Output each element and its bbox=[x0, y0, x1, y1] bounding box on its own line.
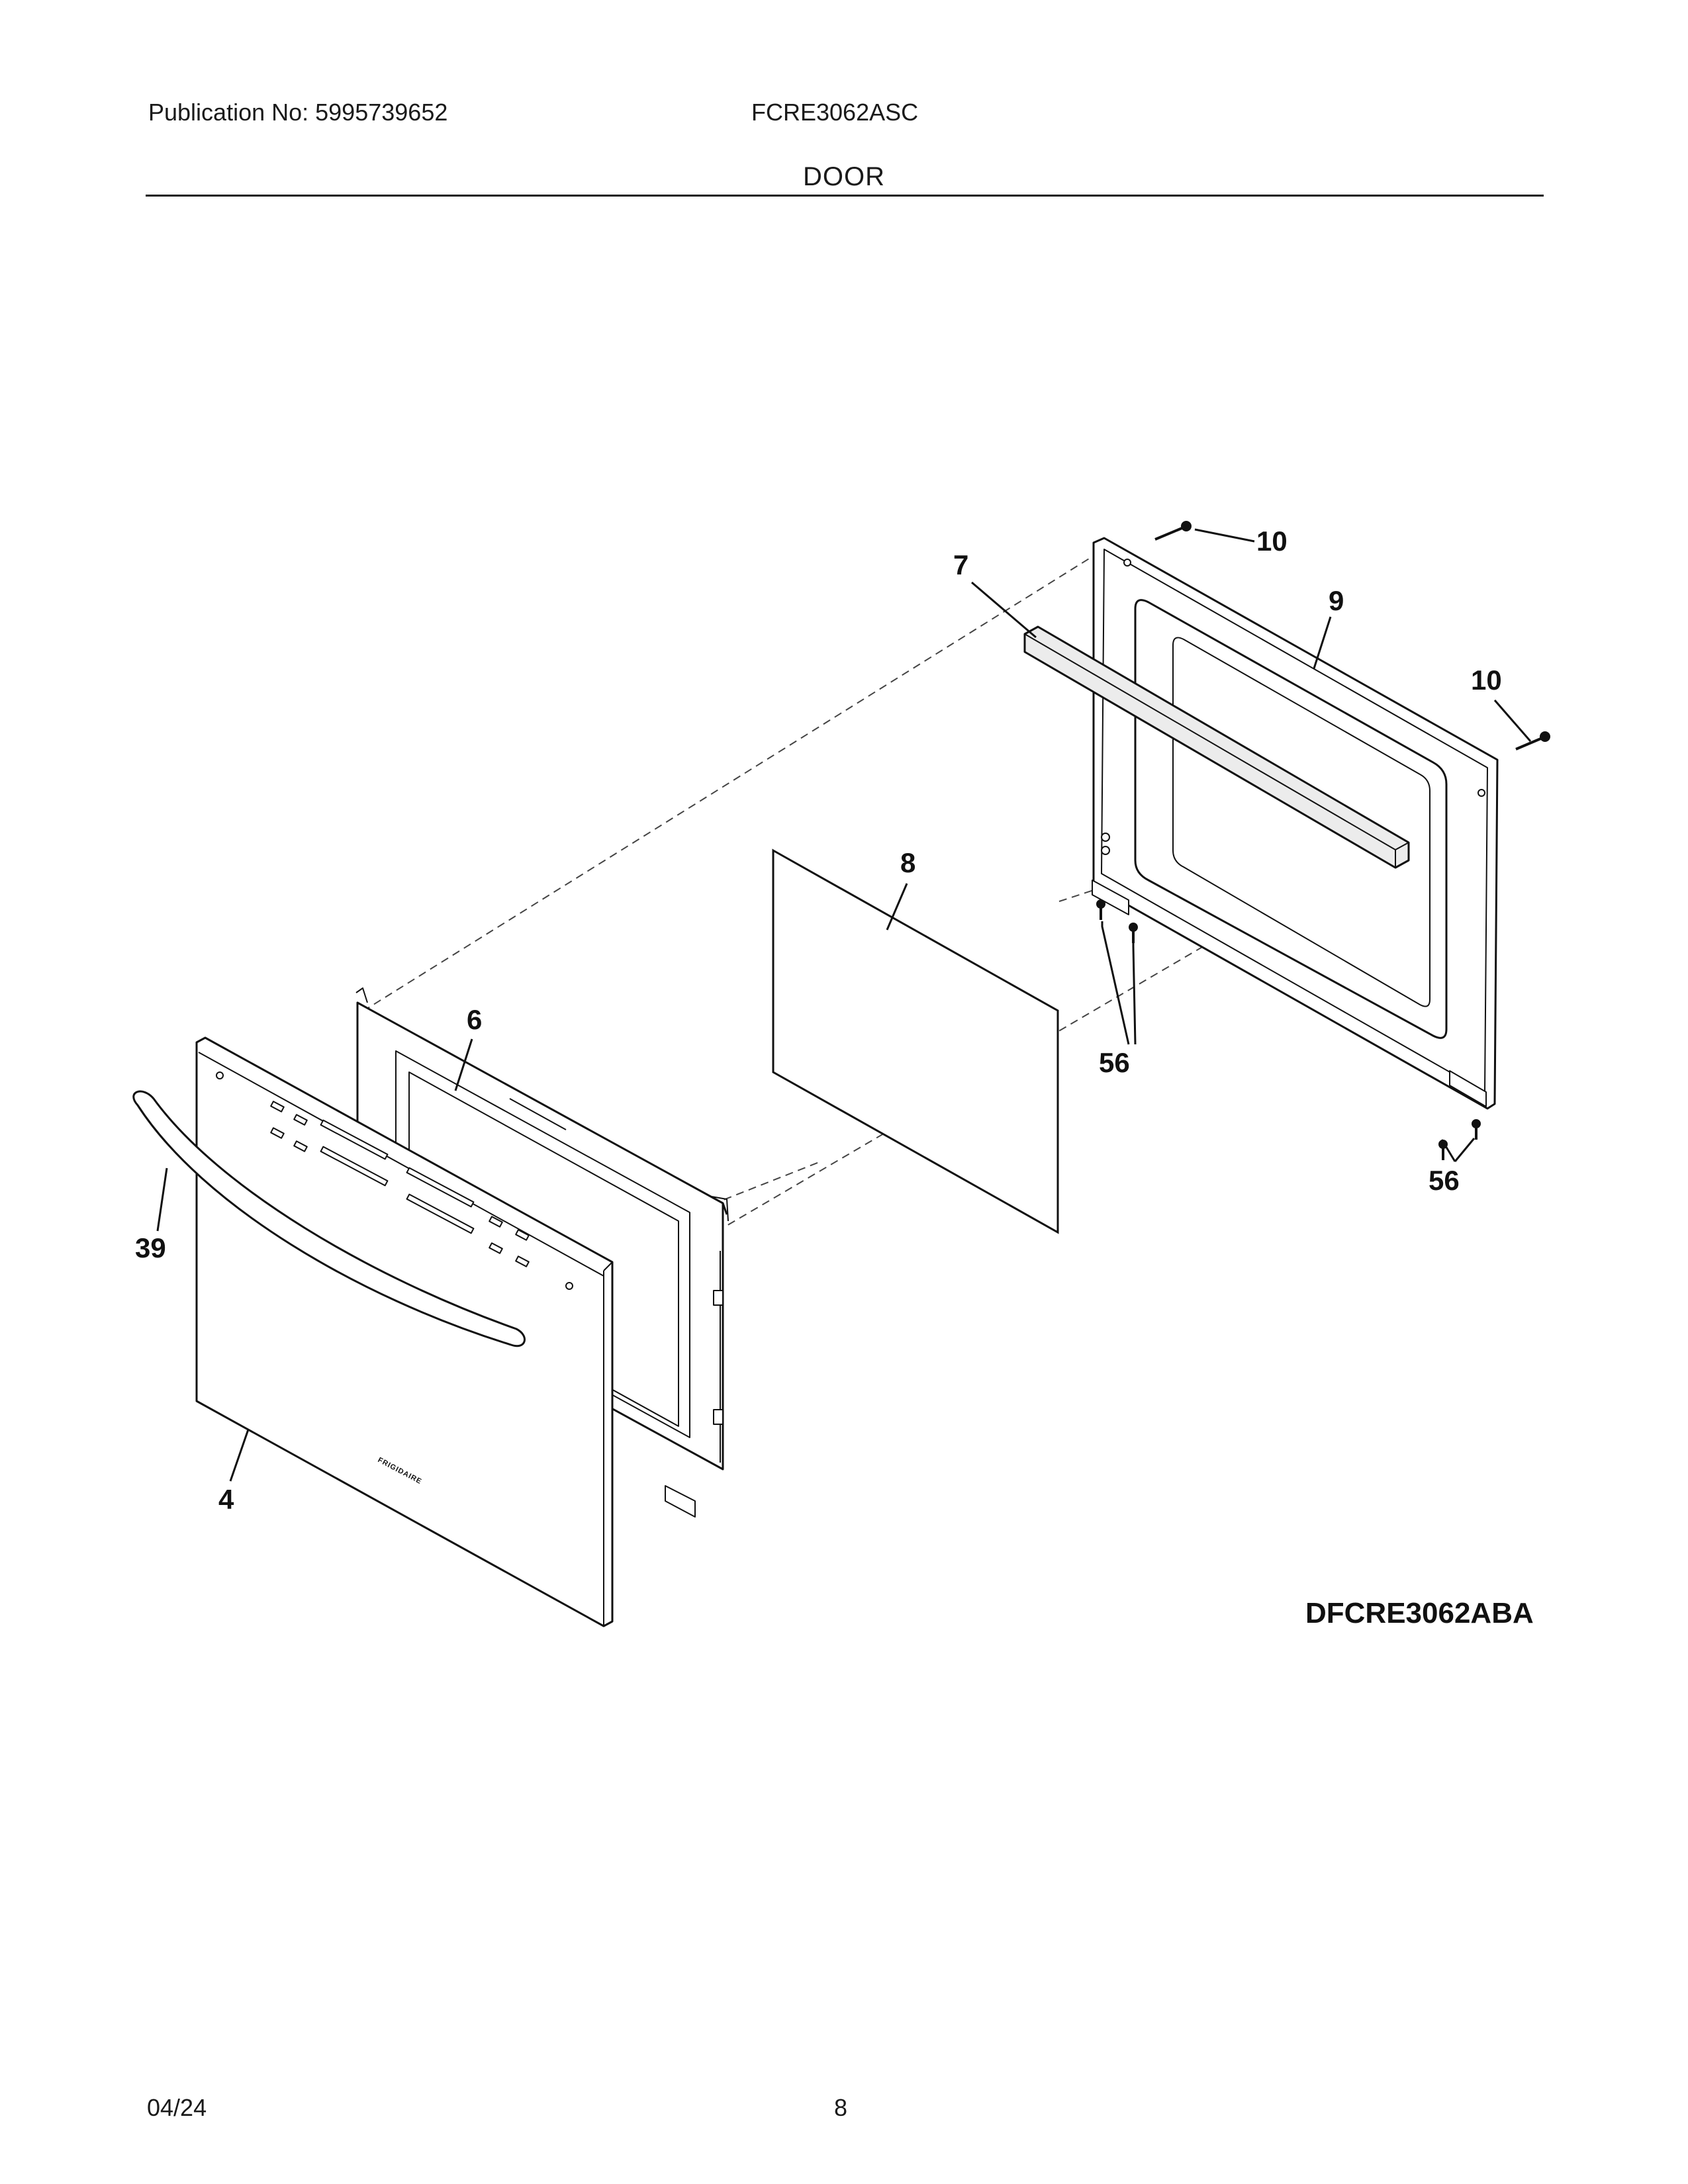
callout-9: 9 bbox=[1329, 585, 1344, 616]
outer-door-panel bbox=[195, 1036, 614, 1627]
section-title: DOOR bbox=[803, 162, 885, 191]
glass-panel bbox=[772, 848, 1059, 1234]
model-number: FCRE3062ASC bbox=[751, 99, 919, 126]
insulation-strip bbox=[1023, 625, 1410, 869]
diagram-code: DFCRE3062ABA bbox=[1305, 1597, 1534, 1629]
footer-date: 04/24 bbox=[147, 2094, 207, 2121]
callout-4: 4 bbox=[218, 1484, 234, 1515]
header-rule bbox=[146, 195, 1544, 197]
callout-7: 7 bbox=[953, 549, 968, 580]
publication-number: Publication No: 5995739652 bbox=[148, 99, 448, 126]
callout-56-upper: 56 bbox=[1099, 1047, 1130, 1078]
callout-6: 6 bbox=[467, 1004, 482, 1035]
callout-10-top: 10 bbox=[1256, 525, 1288, 557]
callout-39: 39 bbox=[135, 1232, 166, 1263]
door-handle bbox=[132, 1090, 526, 1347]
callout-56-lower: 56 bbox=[1429, 1165, 1460, 1196]
callout-8: 8 bbox=[900, 847, 915, 878]
screws bbox=[1096, 521, 1550, 1160]
callout-10-right: 10 bbox=[1471, 664, 1502, 696]
page-number: 8 bbox=[834, 2094, 848, 2121]
leader-lines bbox=[156, 528, 1532, 1482]
inner-door-panel bbox=[1092, 537, 1499, 1110]
